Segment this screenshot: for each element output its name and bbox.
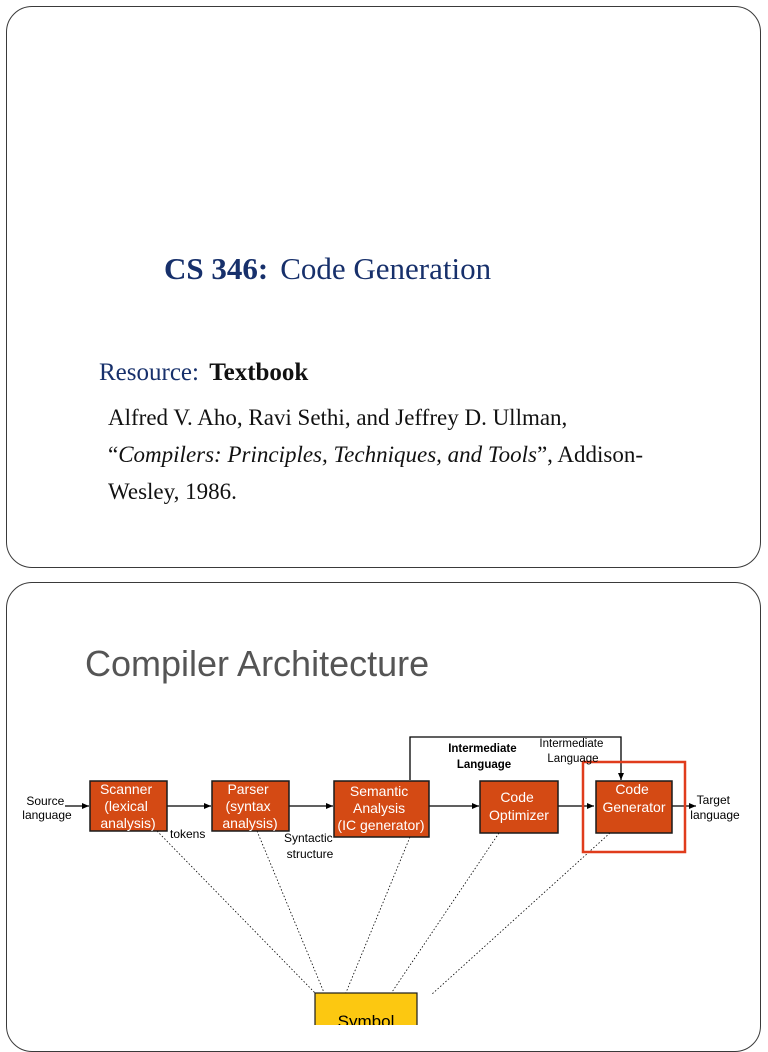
course-code: CS 346: xyxy=(164,251,269,286)
course-topic: Code Generation xyxy=(280,251,492,286)
parser-symbol-link xyxy=(256,830,326,996)
generator-box xyxy=(595,780,673,834)
intermediate-bypass-arrow xyxy=(409,736,624,780)
parser-box xyxy=(211,780,290,832)
architecture-slide: Compiler Architecture Scanner (l xyxy=(6,582,761,1052)
resource-value: Textbook xyxy=(209,359,309,386)
generator-highlight xyxy=(581,760,687,854)
reference-quote-close: ” xyxy=(536,442,548,467)
resource-label: Resource: xyxy=(99,359,199,386)
optimizer-symbol-link xyxy=(389,832,500,996)
syntactic-structure-label: Syntactic structure xyxy=(284,831,336,861)
resource-heading: Resource: Textbook xyxy=(99,359,308,387)
textbook-reference: Alfred V. Aho, Ravi Sethi, and Jeffrey D… xyxy=(108,399,668,510)
symbol-table-label: Symbol xyxy=(338,1012,395,1025)
semantic-box xyxy=(333,780,430,838)
source-language-label: Source language xyxy=(22,794,72,822)
generator-symbol-link xyxy=(430,832,611,996)
parser-label: Parser (syntax analysis) xyxy=(222,781,277,831)
intermediate-language-bold-label: Intermediate Language xyxy=(448,743,520,771)
optimizer-box xyxy=(479,780,559,834)
scanner-box xyxy=(89,780,168,832)
scanner-label: Scanner (lexical analysis) xyxy=(100,781,156,831)
symbol-table-box xyxy=(314,992,418,1025)
reference-book-title: Compilers: Principles, Techniques, and T… xyxy=(118,442,537,467)
reference-authors: Alfred V. Aho, Ravi Sethi, and Jeffrey D… xyxy=(108,405,568,430)
intermediate-language-label: Intermediate Language xyxy=(539,738,606,765)
optimizer-label: Code Optimizer xyxy=(489,789,549,823)
semantic-symbol-link xyxy=(344,836,411,996)
title-slide: CS 346: Code Generation Resource: Textboo… xyxy=(6,6,761,568)
reference-quote-open: “ xyxy=(108,442,119,467)
generator-label: Code Generator xyxy=(602,781,665,815)
architecture-title: Compiler Architecture xyxy=(85,643,430,684)
tokens-label: tokens xyxy=(170,827,205,841)
slide-title: CS 346: Code Generation xyxy=(164,251,491,287)
semantic-label: Semantic Analysis (IC generator) xyxy=(337,783,424,833)
compiler-architecture-diagram: Scanner (lexical analysis) Parser (synta… xyxy=(22,736,740,1025)
reference-publisher: , Addison-Wesley, 1986. xyxy=(108,442,643,504)
target-language-label: Target language xyxy=(690,793,740,822)
